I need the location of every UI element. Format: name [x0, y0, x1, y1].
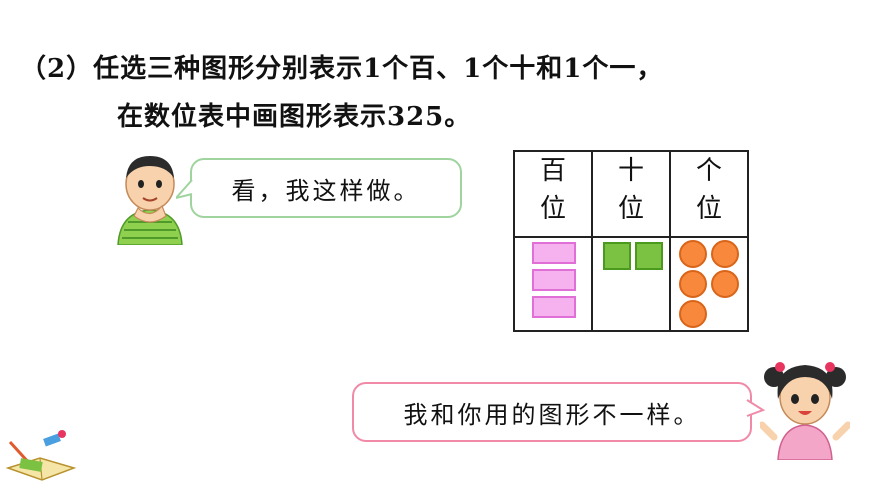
- question-line-2: 在数位表中画图形表示325。: [117, 102, 472, 132]
- header-ones: 个 位: [669, 150, 749, 238]
- cell-ones: [669, 236, 749, 332]
- header-tens: 十 位: [591, 150, 671, 238]
- one-shape: [679, 270, 707, 298]
- ten-shape: [603, 242, 631, 270]
- book-stationery-icon: [5, 430, 77, 481]
- one-shape: [711, 240, 739, 268]
- one-shape: [679, 300, 707, 328]
- header-tens-text: 十 位: [617, 156, 644, 224]
- girl-character: [760, 362, 850, 460]
- place-value-table: 百 位 十 位 个 位: [513, 150, 749, 332]
- boy-bubble-tail: [176, 180, 193, 200]
- header-hundreds-text: 百 位: [539, 156, 566, 224]
- ten-shape: [635, 242, 663, 270]
- girl-speech-text: 我和你用的图形不一样。: [403, 400, 701, 429]
- hundred-shape: [532, 242, 576, 264]
- header-ones-text: 个 位: [695, 156, 722, 224]
- hundred-shape: [532, 269, 576, 291]
- girl-bubble-tail: [746, 399, 765, 417]
- hundred-shape: [532, 296, 576, 318]
- question-line-1: （2）任选三种图形分别表示1个百、1个十和1个一，: [20, 54, 664, 84]
- girl-speech-bubble: 我和你用的图形不一样。: [352, 382, 752, 442]
- boy-speech-bubble: 看，我这样做。: [190, 158, 462, 218]
- boy-speech-text: 看，我这样做。: [231, 176, 421, 205]
- header-hundreds: 百 位: [513, 150, 593, 238]
- cell-tens: [591, 236, 671, 332]
- boy-character: [117, 156, 183, 245]
- cell-hundreds: [513, 236, 593, 332]
- one-shape: [679, 240, 707, 268]
- one-shape: [711, 270, 739, 298]
